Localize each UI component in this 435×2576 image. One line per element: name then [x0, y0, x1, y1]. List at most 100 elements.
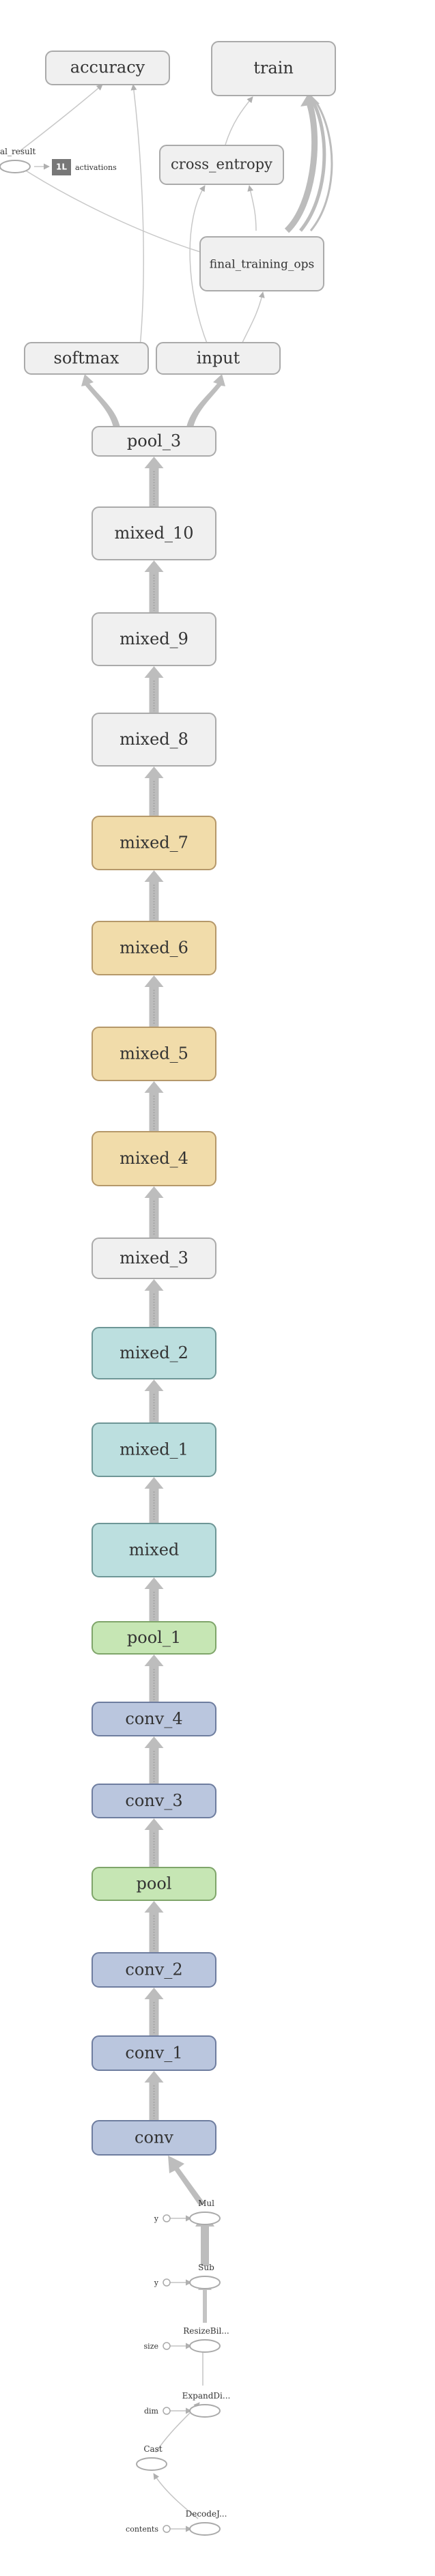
mixed-6-label: mixed_6: [120, 939, 188, 958]
mixed-6-box: [92, 921, 216, 975]
sub-label: Sub: [198, 2263, 214, 2272]
mul-y-input[interactable]: y: [154, 2214, 171, 2223]
mixed-1-box: [92, 1422, 216, 1477]
edge-sub-mul: [195, 2212, 214, 2266]
edge-mixed-7-to-mixed-8: [144, 767, 164, 816]
top-edges: [18, 84, 265, 347]
sub-y-label: y: [154, 2278, 159, 2287]
softmax-node[interactable]: softmax: [24, 342, 149, 375]
accuracy-node[interactable]: accuracy: [45, 51, 170, 85]
final-training-ops-label: final_training_ops: [210, 258, 314, 272]
mixed-7-box: [92, 816, 216, 870]
final-training-ops-node[interactable]: final_training_ops: [199, 236, 324, 291]
cross-entropy-label: cross_entropy: [171, 156, 272, 173]
mixed-4-box: [92, 1131, 216, 1186]
edge-mul-conv: [168, 2156, 205, 2206]
mixed-10-label: mixed_10: [114, 524, 193, 543]
train-node[interactable]: train: [211, 41, 336, 96]
pool-3-node[interactable]: pool_3: [92, 426, 216, 457]
final-result-node[interactable]: al_result: [0, 147, 36, 173]
mixed-label: mixed: [129, 1541, 180, 1560]
pool-label: pool: [137, 1874, 172, 1893]
chain-edges: [144, 457, 164, 2121]
decode-contents-label: contents: [126, 2525, 158, 2534]
conv-3-label: conv_3: [125, 1791, 182, 1810]
edge-input-accuracy: [130, 84, 144, 347]
edge-ops-train-arrow: [300, 93, 320, 106]
edge-ops-train-2: [299, 100, 326, 232]
sub-node[interactable]: Sub: [189, 2263, 221, 2289]
edge-pool-to-conv-3: [144, 1818, 164, 1867]
mul-label: Mul: [198, 2199, 214, 2208]
train-label: train: [253, 59, 294, 78]
mixed-8-node[interactable]: mixed_8: [92, 713, 216, 767]
mixed-node[interactable]: mixed: [92, 1523, 216, 1577]
pool-1-node[interactable]: pool_1: [92, 1621, 216, 1655]
resize-size-input[interactable]: size: [144, 2342, 171, 2351]
mul-y-label: y: [154, 2214, 159, 2223]
edge-conv-1-to-conv-2: [144, 1988, 164, 2036]
resize-size-label: size: [144, 2342, 158, 2351]
mixed-5-label: mixed_5: [120, 1044, 188, 1063]
pool-3-box: [92, 426, 216, 457]
expand-dim-input[interactable]: dim: [144, 2407, 171, 2416]
edge-pool3-input: [186, 374, 225, 427]
conv-1-box: [92, 2035, 216, 2071]
pool-1-box: [92, 1621, 216, 1655]
mixed-3-node[interactable]: mixed_3: [92, 1237, 216, 1279]
mixed-7-node[interactable]: mixed_7: [92, 816, 216, 870]
mixed-1-node[interactable]: mixed_1: [92, 1422, 216, 1477]
cross-entropy-node[interactable]: cross_entropy: [159, 145, 284, 185]
resize-node[interactable]: ResizeBil...: [183, 2326, 229, 2353]
mixed-4-node[interactable]: mixed_4: [92, 1131, 216, 1186]
accuracy-label: accuracy: [70, 58, 145, 77]
prep-nodes: Mul y Sub y ResizeBil... size ExpandDi..…: [126, 2199, 231, 2536]
mixed-5-node[interactable]: mixed_5: [92, 1027, 216, 1081]
activations-summary[interactable]: 1L activations: [52, 159, 117, 175]
edge-ops-train-3: [309, 100, 333, 231]
mixed-2-box: [92, 1327, 216, 1379]
mixed-2-label: mixed_2: [120, 1343, 188, 1362]
pool-node[interactable]: pool: [92, 1867, 216, 1901]
top-nodes: accuracy train al_result 1L activations …: [0, 41, 336, 375]
mixed-10-box: [92, 506, 216, 560]
edge-ops-cross: [247, 185, 257, 231]
conv-4-node[interactable]: conv_4: [92, 1702, 216, 1736]
edge-ops-result: [20, 167, 203, 253]
sub-y-input[interactable]: y: [154, 2278, 171, 2287]
conv-4-label: conv_4: [125, 1709, 182, 1728]
mixed-6-node[interactable]: mixed_6: [92, 921, 216, 975]
pool-1-label: pool_1: [127, 1628, 181, 1647]
input-label: input: [197, 349, 240, 368]
cast-node[interactable]: Cast: [136, 2444, 167, 2471]
conv-4-box: [92, 1702, 216, 1736]
mixed-9-node[interactable]: mixed_9: [92, 612, 216, 666]
mixed-9-label: mixed_9: [120, 629, 188, 648]
conv-2-node[interactable]: conv_2: [92, 1952, 216, 1988]
mixed-3-box: [92, 1237, 216, 1279]
mul-node[interactable]: Mul: [189, 2199, 221, 2225]
conv-1-node[interactable]: conv_1: [92, 2035, 216, 2071]
edge-input-cross: [189, 185, 209, 347]
expand-label: ExpandDi...: [182, 2391, 231, 2401]
expand-node[interactable]: ExpandDi...: [182, 2391, 231, 2418]
input-node[interactable]: input: [156, 342, 281, 375]
mixed-10-node[interactable]: mixed_10: [92, 506, 216, 560]
conv-node[interactable]: conv: [92, 2120, 216, 2156]
resize-label: ResizeBil...: [183, 2326, 229, 2336]
edge-pool3-softmax: [81, 374, 120, 427]
ops-train-edges: [284, 93, 333, 233]
decode-contents-input[interactable]: contents: [126, 2525, 171, 2534]
chain-nodes: pool_3 mixed_10 mixed_9 mixed_8 mixed_7mixed…: [92, 426, 216, 2156]
mixed-1-label: mixed_1: [120, 1440, 188, 1459]
edge-decode-cast: [153, 2473, 199, 2519]
edge-pool-1-to-mixed: [144, 1577, 164, 1622]
edge-mixed-1-to-mixed-2: [144, 1379, 164, 1423]
mixed-2-node[interactable]: mixed_2: [92, 1327, 216, 1379]
final-result-label: al_result: [0, 147, 36, 156]
conv-3-node[interactable]: conv_3: [92, 1784, 216, 1818]
decode-node[interactable]: DecodeJ...: [186, 2509, 227, 2536]
conv-3-box: [92, 1784, 216, 1818]
softmax-label: softmax: [54, 349, 120, 368]
